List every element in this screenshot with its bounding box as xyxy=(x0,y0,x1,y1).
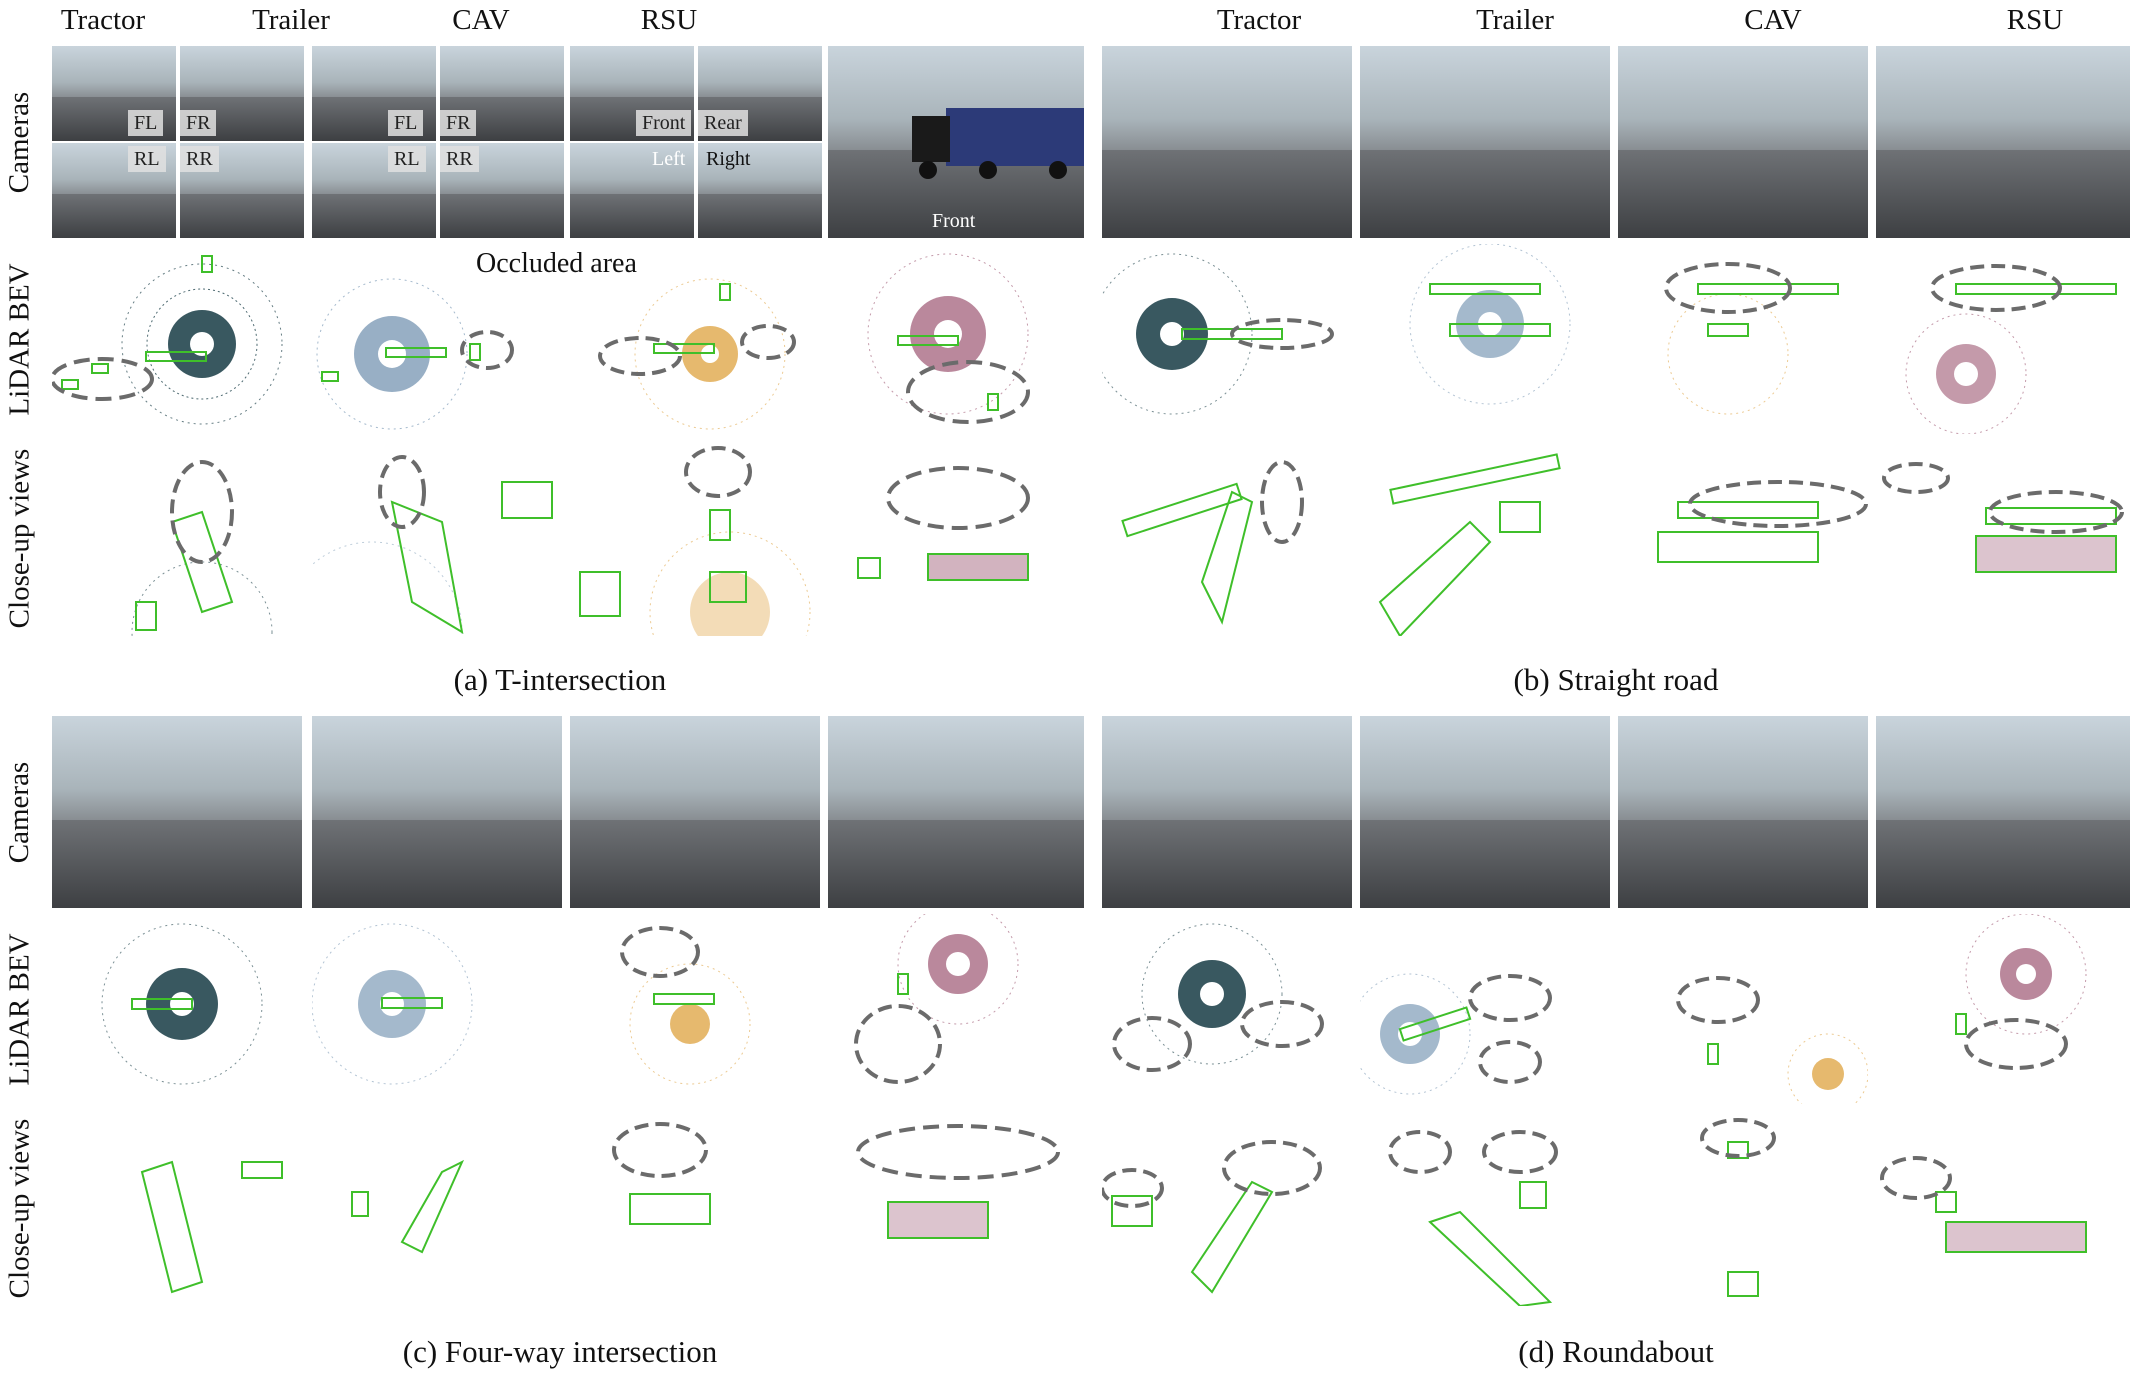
cam-label-cav-right: Right xyxy=(706,148,751,170)
lidar-bev-tractor xyxy=(52,244,302,434)
cam-label-fr: FR xyxy=(180,110,217,136)
row-label-cameras: Cameras xyxy=(3,91,36,193)
cam-label-rr: RR xyxy=(180,146,219,172)
camera-cav-c xyxy=(570,716,820,908)
cam-label-cav-left: Left xyxy=(652,148,686,170)
cam-label-fl: FL xyxy=(128,110,164,136)
cam-label-trailer-rl: RL xyxy=(388,146,426,172)
camera-rsu-front xyxy=(828,46,1084,238)
cam-label-rl: RL xyxy=(128,146,166,172)
panel-a: Tractor Trailer CAV RSU Cameras LiDAR BE… xyxy=(0,0,1084,697)
caption-d: (d) Roundabout xyxy=(1518,1334,1714,1369)
camera-tractor-b xyxy=(1102,46,1352,238)
camera-rsu-b xyxy=(1876,46,2130,238)
col-head-trailer: Trailer xyxy=(252,4,330,36)
lidar-bev-cav xyxy=(570,244,820,434)
col-head-rsu: RSU xyxy=(640,4,698,36)
occluded-area-annotation: Occluded area xyxy=(476,248,637,279)
lidar-bev-rsu xyxy=(828,244,1084,434)
row-label-lidar-bev-c: LiDAR BEV xyxy=(3,932,36,1086)
close-up-tractor xyxy=(52,442,302,636)
close-up-rsu-c xyxy=(828,1112,1084,1306)
cam-label-trailer-fr: FR xyxy=(440,110,477,136)
close-up-cav-c xyxy=(570,1112,820,1306)
lidar-bev-trailer-c xyxy=(312,914,562,1104)
panel-d: (d) Roundabout xyxy=(1096,700,2136,1386)
col-head-rsu-b: RSU xyxy=(2006,4,2064,36)
camera-rsu-c xyxy=(828,716,1084,908)
camera-cav-d xyxy=(1618,716,1868,908)
close-up-trailer-b xyxy=(1360,442,1610,636)
cam-label-trailer-rr: RR xyxy=(440,146,479,172)
caption-a: (a) T-intersection xyxy=(453,662,667,697)
cam-label-rsu-front: Front xyxy=(932,210,976,232)
close-up-tractor-b xyxy=(1102,442,1352,636)
camera-tractor-c xyxy=(52,716,302,908)
lidar-bev-cav-c xyxy=(570,914,820,1104)
close-up-rsu-d xyxy=(1876,1112,2130,1306)
close-up-rsu xyxy=(828,442,1084,636)
camera-cav-b xyxy=(1618,46,1868,238)
lidar-bev-tractor-b xyxy=(1102,244,1352,434)
lidar-bev-rsu-b xyxy=(1876,244,2130,434)
camera-tractor-d xyxy=(1102,716,1352,908)
lidar-bev-rsu-d xyxy=(1876,914,2130,1104)
camera-trailer-d xyxy=(1360,716,1610,908)
close-up-cav xyxy=(570,442,820,636)
camera-cav-left xyxy=(570,143,694,238)
col-head-tractor: Tractor xyxy=(60,4,146,36)
panel-c: Cameras LiDAR BEV Close-up views (c) Fou… xyxy=(0,700,1084,1386)
cam-label-cav-rear: Rear xyxy=(698,110,748,136)
cam-label-cav-front: Front xyxy=(636,110,692,136)
camera-trailer-b xyxy=(1360,46,1610,238)
cam-label-trailer-fl: FL xyxy=(388,110,424,136)
lidar-bev-tractor-c xyxy=(52,914,302,1104)
lidar-bev-trailer-b xyxy=(1360,244,1610,434)
camera-cav-right xyxy=(698,143,822,238)
lidar-bev-rsu-c xyxy=(828,914,1084,1104)
lidar-bev-tractor-d xyxy=(1102,914,1352,1104)
close-up-trailer-c xyxy=(312,1112,562,1306)
close-up-cav-d xyxy=(1618,1112,1868,1306)
camera-rsu-d xyxy=(1876,716,2130,908)
lidar-bev-cav-d xyxy=(1618,914,1868,1104)
row-label-lidar-bev: LiDAR BEV xyxy=(3,262,36,416)
lidar-bev-trailer xyxy=(312,244,562,434)
lidar-bev-cav-b xyxy=(1618,244,1868,434)
camera-trailer-c xyxy=(312,716,562,908)
close-up-trailer-d xyxy=(1360,1112,1610,1306)
close-up-cav-b xyxy=(1618,442,1868,636)
lidar-bev-trailer-d xyxy=(1360,914,1610,1104)
camera-tractor-rl xyxy=(52,143,176,238)
truck-illustration xyxy=(912,108,1084,179)
col-head-cav: CAV xyxy=(452,4,510,36)
col-head-cav-b: CAV xyxy=(1744,4,1802,36)
close-up-tractor-c xyxy=(52,1112,302,1306)
close-up-trailer xyxy=(312,442,562,636)
col-head-tractor-b: Tractor xyxy=(1216,4,1302,36)
panel-b: Tractor Trailer CAV RSU (b) Straight roa… xyxy=(1096,0,2136,697)
camera-trailer-rl xyxy=(312,143,436,238)
caption-c: (c) Four-way intersection xyxy=(402,1334,718,1369)
close-up-tractor-d xyxy=(1102,1112,1352,1306)
close-up-rsu-b xyxy=(1876,442,2130,636)
row-label-cameras-c: Cameras xyxy=(3,761,36,863)
caption-b: (b) Straight road xyxy=(1513,662,1719,697)
col-head-trailer-b: Trailer xyxy=(1476,4,1554,36)
row-label-close-up-c: Close-up views xyxy=(3,1118,36,1298)
row-label-close-up: Close-up views xyxy=(3,448,36,628)
